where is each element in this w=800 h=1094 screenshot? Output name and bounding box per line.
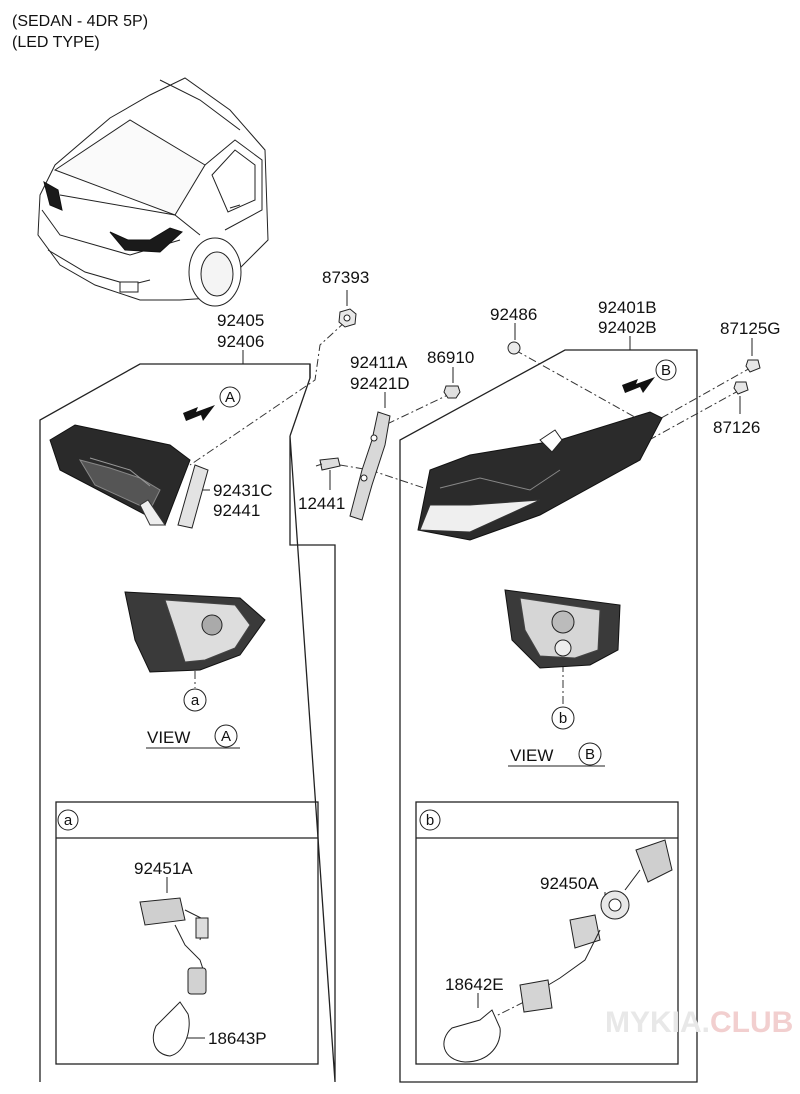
- svg-text:b: b: [559, 710, 567, 727]
- label-87125g: 87125G: [720, 319, 781, 338]
- label-18643p: 18643P: [208, 1029, 267, 1048]
- svg-text:VIEW: VIEW: [510, 746, 553, 765]
- view-a-caption: VIEW A: [147, 724, 238, 748]
- label-18642e: 18642E: [445, 975, 504, 994]
- leader-lines: [146, 290, 753, 1039]
- label-92406: 92406: [217, 332, 264, 351]
- label-92411a: 92411A: [350, 353, 408, 372]
- view-b-lamp-back: [504, 589, 621, 669]
- svg-text:MYKIA.CLUB: MYKIA.CLUB: [605, 1006, 793, 1039]
- grommet-92486: [507, 341, 521, 355]
- outer-lamp-right: [417, 411, 663, 541]
- label-92486: 92486: [490, 305, 537, 324]
- label-92450a: 92450A: [540, 874, 599, 893]
- arrow-view-a: [183, 405, 215, 421]
- label-12441: 12441: [298, 494, 345, 513]
- screw-12441: [315, 457, 341, 471]
- view-a-lamp-back: [124, 591, 266, 673]
- label-92401b: 92401B: [598, 298, 657, 317]
- callout-a-view: a: [183, 688, 207, 712]
- svg-text:VIEW: VIEW: [147, 728, 190, 747]
- label-92431c: 92431C: [213, 481, 273, 500]
- header-line-1: (SEDAN - 4DR 5P): [12, 13, 148, 30]
- svg-text:B: B: [661, 362, 671, 379]
- inner-lamp-left: [49, 424, 191, 526]
- callout-a-box: a: [57, 809, 79, 831]
- svg-text:b: b: [426, 812, 434, 829]
- detail-box-a: [55, 801, 319, 1065]
- bracket-92411a: [349, 411, 391, 521]
- svg-text:B: B: [585, 746, 595, 763]
- callout-A-top: A: [219, 386, 241, 408]
- car-illustration: [37, 77, 269, 307]
- label-92405: 92405: [217, 311, 264, 330]
- svg-text:A: A: [221, 728, 231, 745]
- nut-87393: [338, 308, 357, 328]
- guide-lines: [189, 321, 753, 1021]
- fastener-87125g: [745, 359, 761, 373]
- arrow-view-b: [622, 377, 655, 393]
- gasket-92431c: [177, 464, 209, 529]
- callout-b-view: b: [551, 706, 575, 730]
- header-line-2: (LED TYPE): [12, 34, 100, 51]
- svg-text:A: A: [225, 389, 235, 406]
- socket-92450a: [519, 839, 673, 1013]
- svg-text:a: a: [64, 812, 73, 829]
- clip-86910: [443, 385, 461, 399]
- label-92451a: 92451A: [134, 859, 193, 878]
- svg-text:a: a: [191, 692, 200, 709]
- bulb-18642e: [443, 1009, 501, 1063]
- bulb-18643p: [152, 1001, 190, 1057]
- view-b-caption: VIEW B: [510, 742, 602, 766]
- detail-box-b: [415, 801, 679, 1065]
- label-87126: 87126: [713, 418, 760, 437]
- callout-b-box: b: [419, 809, 441, 831]
- label-86910: 86910: [427, 348, 474, 367]
- label-87393: 87393: [322, 268, 369, 287]
- label-92441: 92441: [213, 501, 260, 520]
- socket-92451a: [139, 897, 209, 995]
- right-frame: [399, 349, 698, 1083]
- label-92402b: 92402B: [598, 318, 657, 337]
- fastener-87126: [733, 381, 749, 395]
- callout-B-top: B: [655, 359, 677, 381]
- label-92421d: 92421D: [350, 374, 410, 393]
- watermark: MYKIA.CLUB: [605, 1006, 793, 1039]
